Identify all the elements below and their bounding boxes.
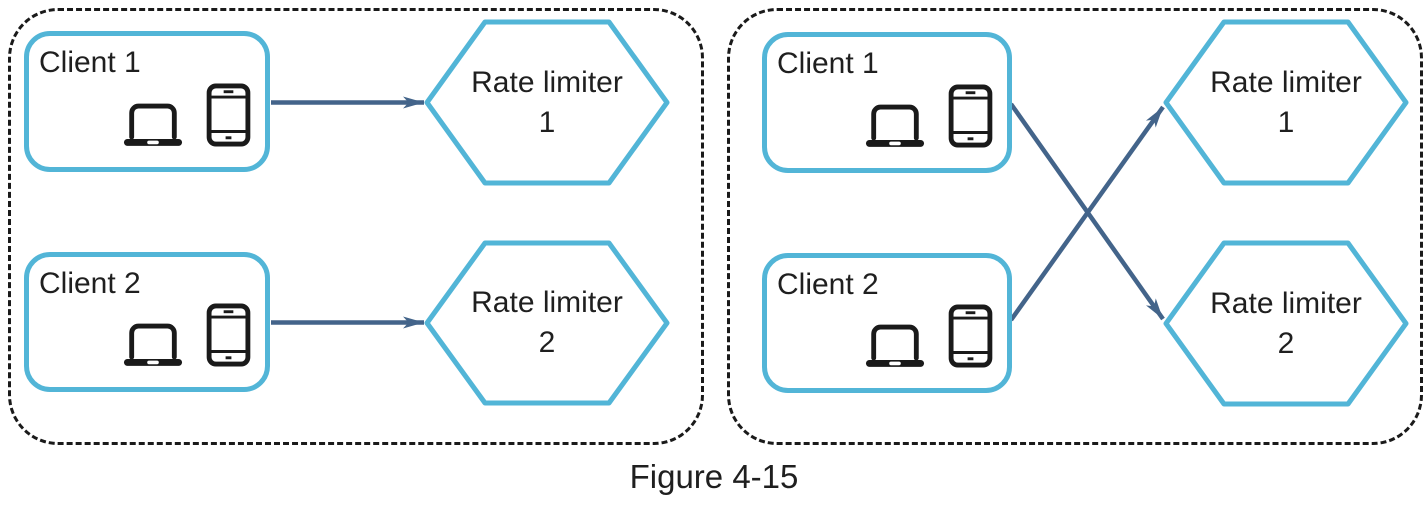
client-2-box-left: Client 2 <box>24 252 270 392</box>
client-2-label-left: Client 2 <box>39 267 141 300</box>
rate-limiter-2-label-left: Rate limiter 2 <box>427 243 667 403</box>
rate-limiter-name: Rate limiter <box>1210 65 1362 99</box>
rate-limiter-number: 2 <box>538 326 556 359</box>
device-icons <box>122 303 251 367</box>
device-icons <box>122 83 251 147</box>
smartphone-icon <box>948 304 993 368</box>
rate-limiter-number: 1 <box>1277 105 1295 139</box>
rate-limiter-name: Rate limiter <box>471 65 623 99</box>
device-icons <box>864 304 993 368</box>
panel-right-group <box>727 8 1423 445</box>
rate-limiter-1-label-left: Rate limiter 1 <box>427 22 667 183</box>
client-1-box-left: Client 1 <box>24 31 270 172</box>
rate-limiter-1-label-right: Rate limiter 1 <box>1166 22 1406 183</box>
client-1-box-right: Client 1 <box>762 32 1012 173</box>
client-1-label-right: Client 1 <box>777 47 879 80</box>
rate-limiter-name: Rate limiter <box>1210 286 1362 320</box>
smartphone-icon <box>948 84 993 148</box>
client-1-label-left: Client 1 <box>39 46 141 79</box>
laptop-icon <box>865 104 925 147</box>
rate-limiter-number: 2 <box>1277 326 1295 360</box>
client-2-label-right: Client 2 <box>777 268 879 301</box>
figure-caption: Figure 4-15 <box>629 458 799 495</box>
laptop-icon <box>123 323 183 366</box>
smartphone-icon <box>206 83 251 147</box>
rate-limiter-name: Rate limiter <box>471 286 623 319</box>
device-icons <box>864 84 993 148</box>
rate-limiter-number: 1 <box>538 105 556 139</box>
smartphone-icon <box>206 303 251 367</box>
panel-left-group <box>8 8 704 445</box>
rate-limiter-2-label-right: Rate limiter 2 <box>1166 243 1406 404</box>
client-2-box-right: Client 2 <box>762 253 1012 393</box>
laptop-icon <box>865 324 925 367</box>
laptop-icon <box>123 103 183 146</box>
